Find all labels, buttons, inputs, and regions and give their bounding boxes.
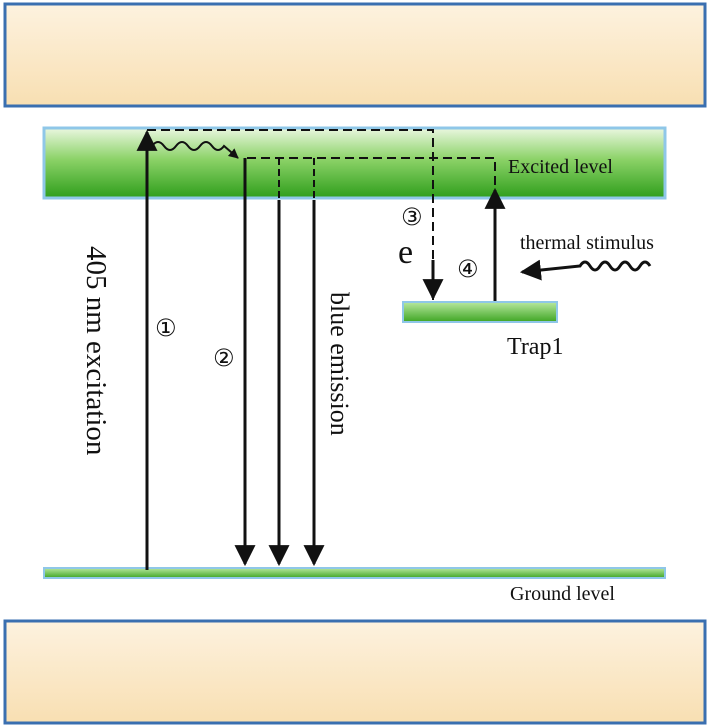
valence-band (3, 619, 707, 725)
emission-label: blue emission (325, 292, 354, 436)
dashed-path-lower (247, 157, 496, 188)
trap-label: Trap1 (507, 334, 563, 360)
step-4-marker: ④ (457, 255, 479, 283)
trap-level-bar (402, 301, 558, 323)
step-2-marker: ② (213, 344, 235, 372)
thermal-wavy-arrow (519, 259, 652, 281)
thermal-stimulus-label: thermal stimulus (520, 232, 654, 254)
dashed-path-upper (147, 129, 434, 300)
step-1-marker: ① (155, 314, 177, 342)
ground-level-bar (43, 567, 666, 579)
relaxation-wavy-arrow (151, 141, 239, 159)
conduction-band (3, 2, 707, 108)
excited-level-label: Excited level (508, 156, 613, 178)
excitation-label: 405 nm excitation (80, 246, 112, 456)
step-3-marker: ③ (401, 203, 423, 231)
electron-label: e (398, 234, 413, 271)
ground-level-label: Ground level (510, 583, 615, 605)
